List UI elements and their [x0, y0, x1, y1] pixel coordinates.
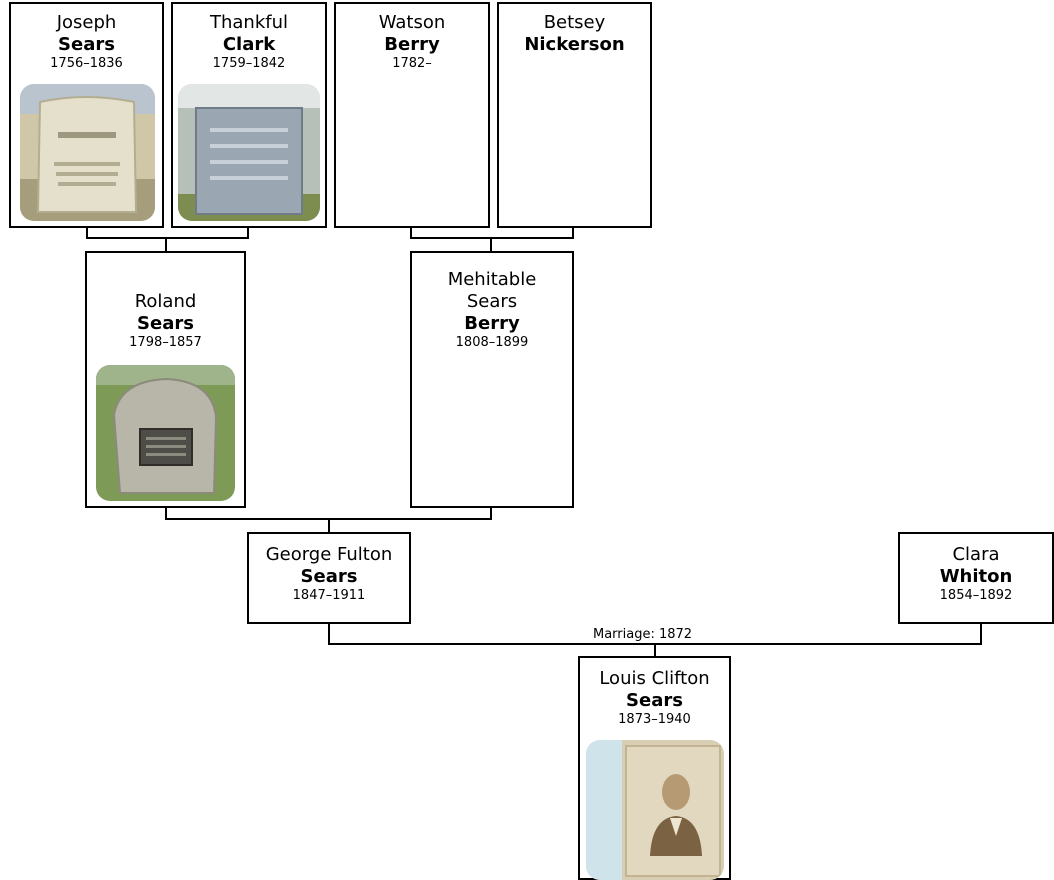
given-name-line1: Mehitable: [447, 269, 537, 290]
given-name: George Fulton: [265, 544, 393, 565]
surname: Whiton: [939, 566, 1013, 587]
connector-mehitable-drop: [490, 237, 492, 252]
person-card-louis-clifton-sears[interactable]: Louis Clifton Sears 1873–1940: [578, 656, 731, 880]
life-dates: 1798–1857: [129, 335, 202, 350]
surname: Berry: [464, 313, 520, 334]
gravestone-photo: [20, 84, 155, 221]
connector-louis-drop: [654, 643, 656, 657]
surname: Nickerson: [524, 34, 625, 55]
person-card-thankful-clark[interactable]: Thankful Clark 1759–1842: [171, 2, 327, 228]
surname: Clark: [222, 34, 276, 55]
life-dates: 1756–1836: [50, 56, 123, 71]
gravestone-photo: [178, 84, 320, 221]
life-dates: 1847–1911: [292, 588, 366, 603]
person-card-george-fulton-sears[interactable]: George Fulton Sears 1847–1911: [247, 532, 411, 624]
person-card-mehitable-sears-berry[interactable]: Mehitable Sears Berry 1808–1899: [410, 251, 574, 508]
connector-joseph-thankful-bar: [86, 237, 249, 239]
connector-joseph-drop: [86, 227, 88, 239]
given-name: Thankful: [209, 12, 288, 33]
surname: Berry: [384, 34, 440, 55]
surname: Sears: [300, 566, 358, 587]
given-name-line2: Sears: [466, 291, 518, 312]
connector-betsey-drop: [572, 227, 574, 239]
connector-clara-bottom: [980, 623, 982, 645]
given-name: Joseph: [56, 12, 117, 33]
given-name: Betsey: [543, 12, 606, 33]
person-card-clara-whiton[interactable]: Clara Whiton 1854–1892: [898, 532, 1054, 624]
life-dates: 1808–1899: [455, 335, 529, 350]
person-card-joseph-sears[interactable]: Joseph Sears 1756–1836: [9, 2, 164, 228]
connector-thankful-drop: [247, 227, 249, 239]
life-dates: 1759–1842: [212, 56, 286, 71]
person-card-roland-sears[interactable]: Roland Sears 1798–1857: [85, 251, 246, 508]
given-name: Clara: [952, 544, 1000, 565]
person-card-betsey-nickerson[interactable]: Betsey Nickerson: [497, 2, 652, 228]
given-name: Louis Clifton: [599, 668, 710, 689]
given-name: Watson: [378, 12, 446, 33]
connector-watson-betsey-bar: [410, 237, 574, 239]
portrait-photo: [586, 740, 724, 880]
connector-watson-drop: [410, 227, 412, 239]
life-dates: 1782–: [392, 56, 432, 71]
connector-george-drop: [328, 518, 330, 533]
gravestone-photo: [96, 365, 235, 501]
connector-mehitable-bottom: [490, 507, 492, 520]
surname: Sears: [626, 690, 683, 711]
life-dates: 1854–1892: [939, 588, 1013, 603]
connector-roland-drop: [165, 237, 167, 252]
given-name: Roland: [134, 291, 197, 312]
life-dates: 1873–1940: [618, 712, 691, 727]
surname: Sears: [137, 313, 194, 334]
connector-roland-bottom: [165, 507, 167, 520]
surname: Sears: [58, 34, 115, 55]
connector-george-bottom: [328, 623, 330, 645]
marriage-label: Marriage: 1872: [593, 627, 693, 642]
person-card-watson-berry[interactable]: Watson Berry 1782–: [334, 2, 490, 228]
